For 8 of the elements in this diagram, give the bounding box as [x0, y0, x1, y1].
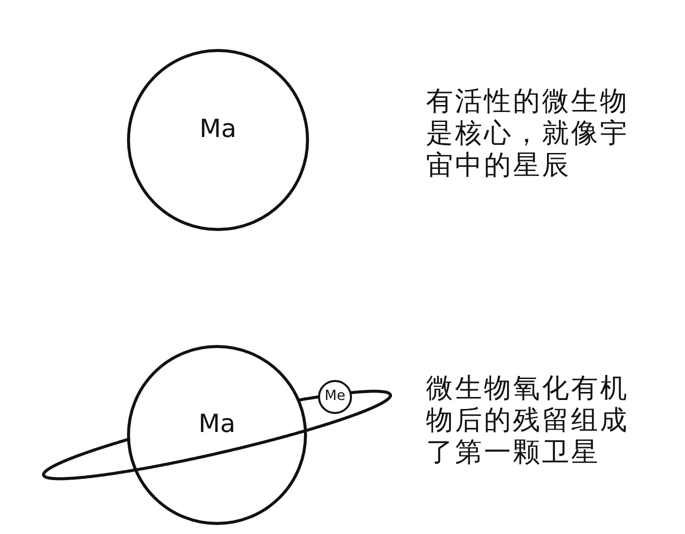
moon-circle: [318, 380, 352, 414]
caption-text: 微生物氧化有机物后的残留组成了第一颗卫星: [426, 373, 630, 469]
planet-label: Ma: [200, 116, 236, 140]
caption-text: 有活性的微生物是核心，就像宇宙中的星辰: [426, 86, 630, 182]
moon-label: Me: [324, 389, 346, 403]
planet-circle: [127, 49, 309, 231]
planet-label: Ma: [198, 410, 236, 436]
planet-circle: [127, 345, 307, 525]
